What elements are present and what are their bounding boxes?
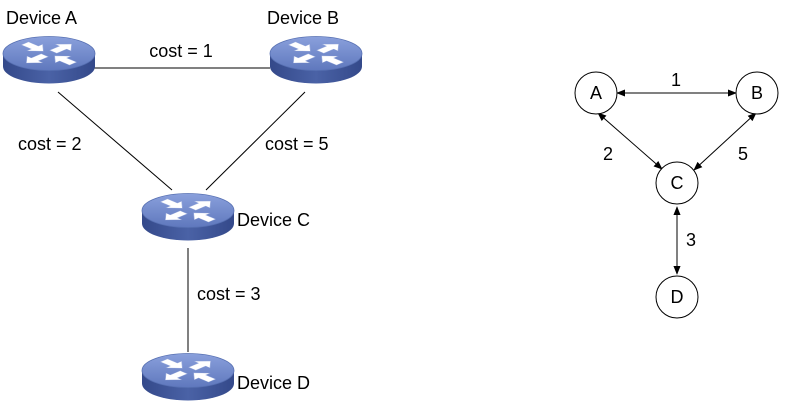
link-a-c [57, 91, 173, 191]
node-b: B [735, 71, 779, 115]
router-device-a [2, 36, 96, 84]
link-label-c-d: cost = 3 [197, 284, 261, 304]
router-arrow [188, 360, 211, 371]
logical-graph: 1 2 5 3 A B C D [574, 70, 779, 319]
edge-a-c [597, 112, 663, 170]
router-arrow [49, 43, 72, 54]
router-arrow [188, 200, 211, 211]
router-arrow [165, 370, 188, 381]
router-arrows [20, 41, 78, 66]
node-c: C [655, 161, 699, 205]
node-c-circle [655, 161, 699, 205]
node-c-label: C [671, 173, 684, 193]
router-top [269, 36, 363, 71]
device-label-d: Device D [237, 373, 310, 393]
router-top [141, 353, 235, 388]
router-arrow [321, 55, 345, 66]
router-arrow [20, 41, 44, 52]
router-arrow [293, 53, 316, 64]
router-arrow [159, 358, 183, 369]
device-label-a: Device A [6, 8, 77, 28]
link-label-b-c: cost = 5 [265, 134, 329, 154]
router-icon [141, 193, 235, 241]
device-label-c: Device C [237, 210, 310, 230]
link-label-a-b: cost = 1 [149, 41, 213, 61]
router-arrow [287, 41, 311, 52]
router-arrows [159, 358, 217, 383]
node-d-label: D [671, 287, 684, 307]
edge-b-c [693, 112, 757, 171]
router-arrow [26, 53, 49, 64]
router-arrow [193, 372, 217, 383]
edge-label-a-b: 1 [671, 70, 681, 90]
node-b-circle [735, 71, 779, 115]
router-arrow [159, 198, 183, 209]
router-top [141, 193, 235, 228]
node-a-label: A [590, 83, 602, 103]
router-arrow [193, 212, 217, 223]
link-b-c [205, 91, 306, 191]
router-arrow [316, 43, 339, 54]
node-a: A [574, 71, 618, 115]
node-a-circle [574, 71, 618, 115]
link-label-a-c: cost = 2 [18, 134, 82, 154]
node-d-circle [655, 275, 699, 319]
router-device-b [269, 36, 363, 84]
edge-label-c-d: 3 [686, 230, 696, 250]
device-label-b: Device B [267, 8, 339, 28]
router-icon [141, 353, 235, 401]
router-arrows [159, 198, 217, 223]
router-arrow [165, 210, 188, 221]
router-top [2, 36, 96, 71]
router-icon [269, 36, 363, 84]
edge-label-a-c: 2 [603, 144, 613, 164]
edge-label-b-c: 5 [738, 144, 748, 164]
router-device-d [141, 353, 235, 401]
router-arrows [287, 41, 345, 66]
router-icon [2, 36, 96, 84]
router-arrow [54, 55, 78, 66]
router-device-c [141, 193, 235, 241]
physical-topology: cost = 1 cost = 2 cost = 5 cost = 3 Devi… [2, 8, 363, 401]
node-b-label: B [751, 83, 763, 103]
node-d: D [655, 275, 699, 319]
